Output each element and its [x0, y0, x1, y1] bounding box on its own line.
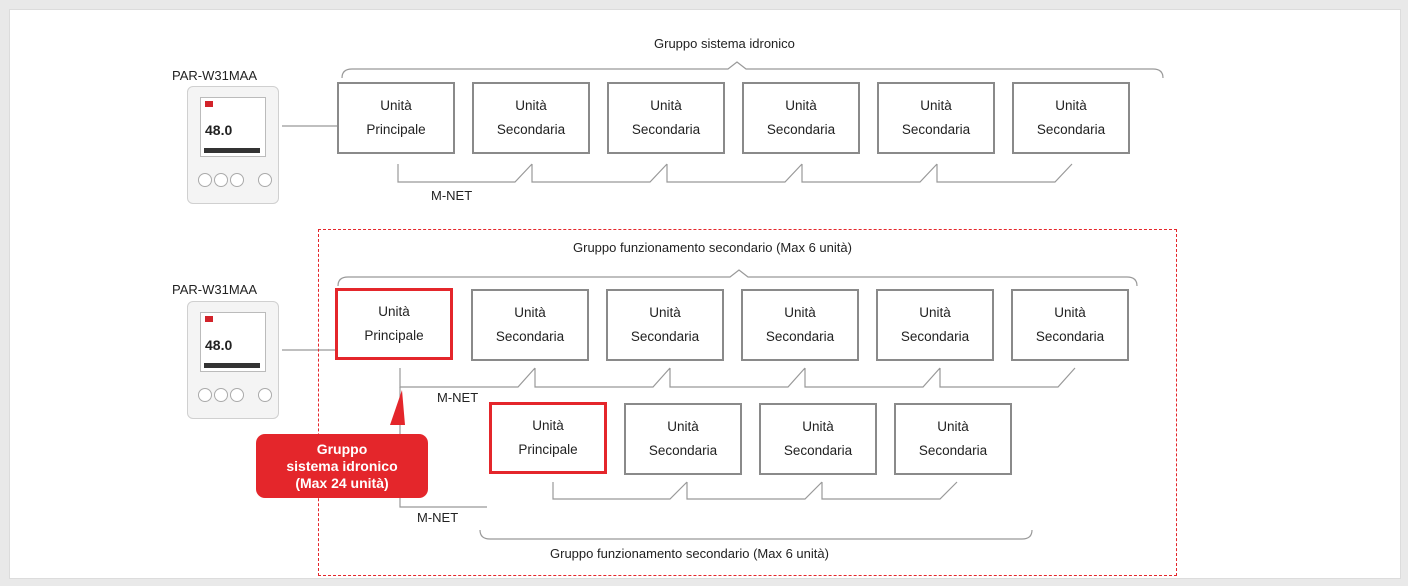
unit-line1: Unità [515, 98, 547, 113]
top-group-bracket [341, 61, 1164, 79]
unit-line1: Unità [378, 304, 410, 319]
unit-line2: Principale [364, 328, 424, 343]
unit-line1: Unità [514, 305, 546, 320]
unit-line2: Principale [518, 442, 578, 457]
unit-line1: Unità [937, 419, 969, 434]
unit-line2: Secondaria [766, 122, 836, 137]
hydronic-group-callout: Gruppo sistema idronico (Max 24 unità) [256, 434, 428, 498]
connection-lines [282, 61, 1164, 540]
controller-temp: 48.0 [205, 122, 233, 138]
callout-line3: (Max 24 unità) [295, 474, 389, 491]
controller-temp: 48.0 [205, 337, 233, 353]
secondary-group-label-bottom: Gruppo funzionamento secondario (Max 6 u… [550, 546, 829, 561]
bottom-group-bracket-bottom [479, 529, 1033, 540]
unit-line1: Unità [667, 419, 699, 434]
remote-controller-image: 48.0 [187, 301, 279, 419]
diagram-canvas: PAR-W31MAA 48.0 PAR-W31MAA 48.0 Gruppo s… [9, 9, 1401, 579]
unit-line2: Secondaria [765, 329, 835, 344]
unit-line1: Unità [784, 305, 816, 320]
controller-label: PAR-W31MAA [172, 68, 257, 83]
unit-line1: Unità [1054, 305, 1086, 320]
unit-line1: Unità [649, 305, 681, 320]
callout-line2: sistema idronico [286, 457, 398, 474]
bottom-mnet-label-1: M-NET [437, 390, 479, 405]
remote-controller-image: 48.0 [187, 86, 279, 204]
secondary-group-dashed-frame [318, 229, 1177, 576]
unit-line1: Unità [380, 98, 412, 113]
bottom-row1-mnet-bus [399, 367, 1076, 388]
unit-line2: Secondaria [918, 443, 988, 458]
bottom-mnet-label-2: M-NET [417, 510, 459, 525]
unit-line2: Secondaria [900, 329, 970, 344]
unit-line2: Secondaria [1036, 122, 1106, 137]
secondary-group-label-top: Gruppo funzionamento secondario (Max 6 u… [573, 240, 852, 255]
unit-line1: Unità [802, 419, 834, 434]
unit-line1: Unità [785, 98, 817, 113]
unit-line2: Secondaria [495, 329, 565, 344]
unit-line2: Secondaria [901, 122, 971, 137]
unit-line1: Unità [650, 98, 682, 113]
callout-pointer [390, 390, 405, 425]
unit-line1: Unità [1055, 98, 1087, 113]
unit-line2: Secondaria [630, 329, 700, 344]
unit-line1: Unità [919, 305, 951, 320]
unit-line2: Principale [366, 122, 426, 137]
unit-line1: Unità [532, 418, 564, 433]
controller-label: PAR-W31MAA [172, 282, 257, 297]
unit-line2: Secondaria [1035, 329, 1105, 344]
unit-line2: Secondaria [783, 443, 853, 458]
unit-line2: Secondaria [648, 443, 718, 458]
top-group-label: Gruppo sistema idronico [654, 36, 795, 51]
unit-line2: Secondaria [631, 122, 701, 137]
top-mnet-bus [397, 163, 1073, 183]
unit-line2: Secondaria [496, 122, 566, 137]
unit-line1: Unità [920, 98, 952, 113]
bottom-row2-mnet-bus [552, 481, 958, 500]
top-mnet-label: M-NET [431, 188, 473, 203]
bottom-group-bracket-top [337, 269, 1138, 287]
callout-line1: Gruppo [316, 440, 368, 457]
bottom-vertical-bus [399, 387, 487, 508]
